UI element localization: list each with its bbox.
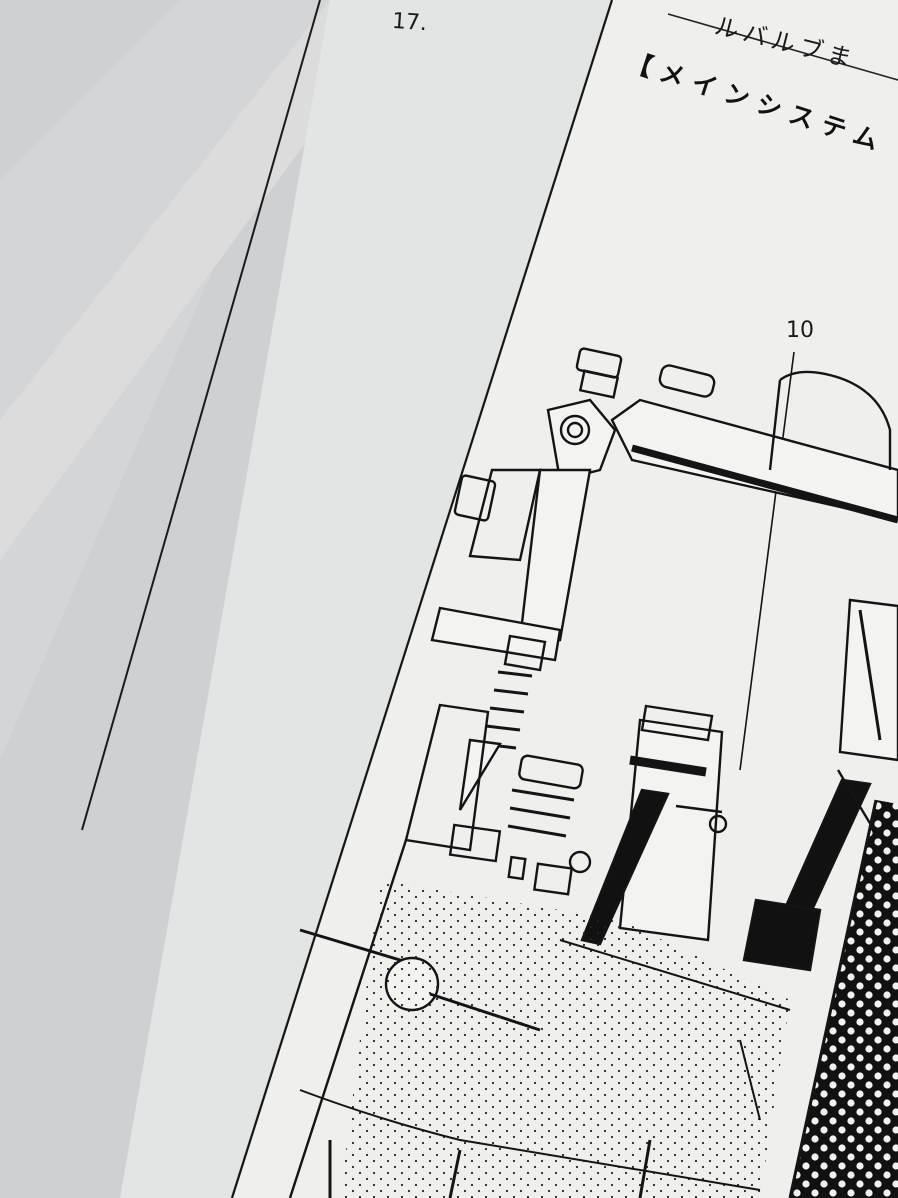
diagram-callout-label: 10 xyxy=(786,318,814,343)
carburetor-diagram xyxy=(288,347,898,1198)
page-number: 17. xyxy=(391,8,428,37)
